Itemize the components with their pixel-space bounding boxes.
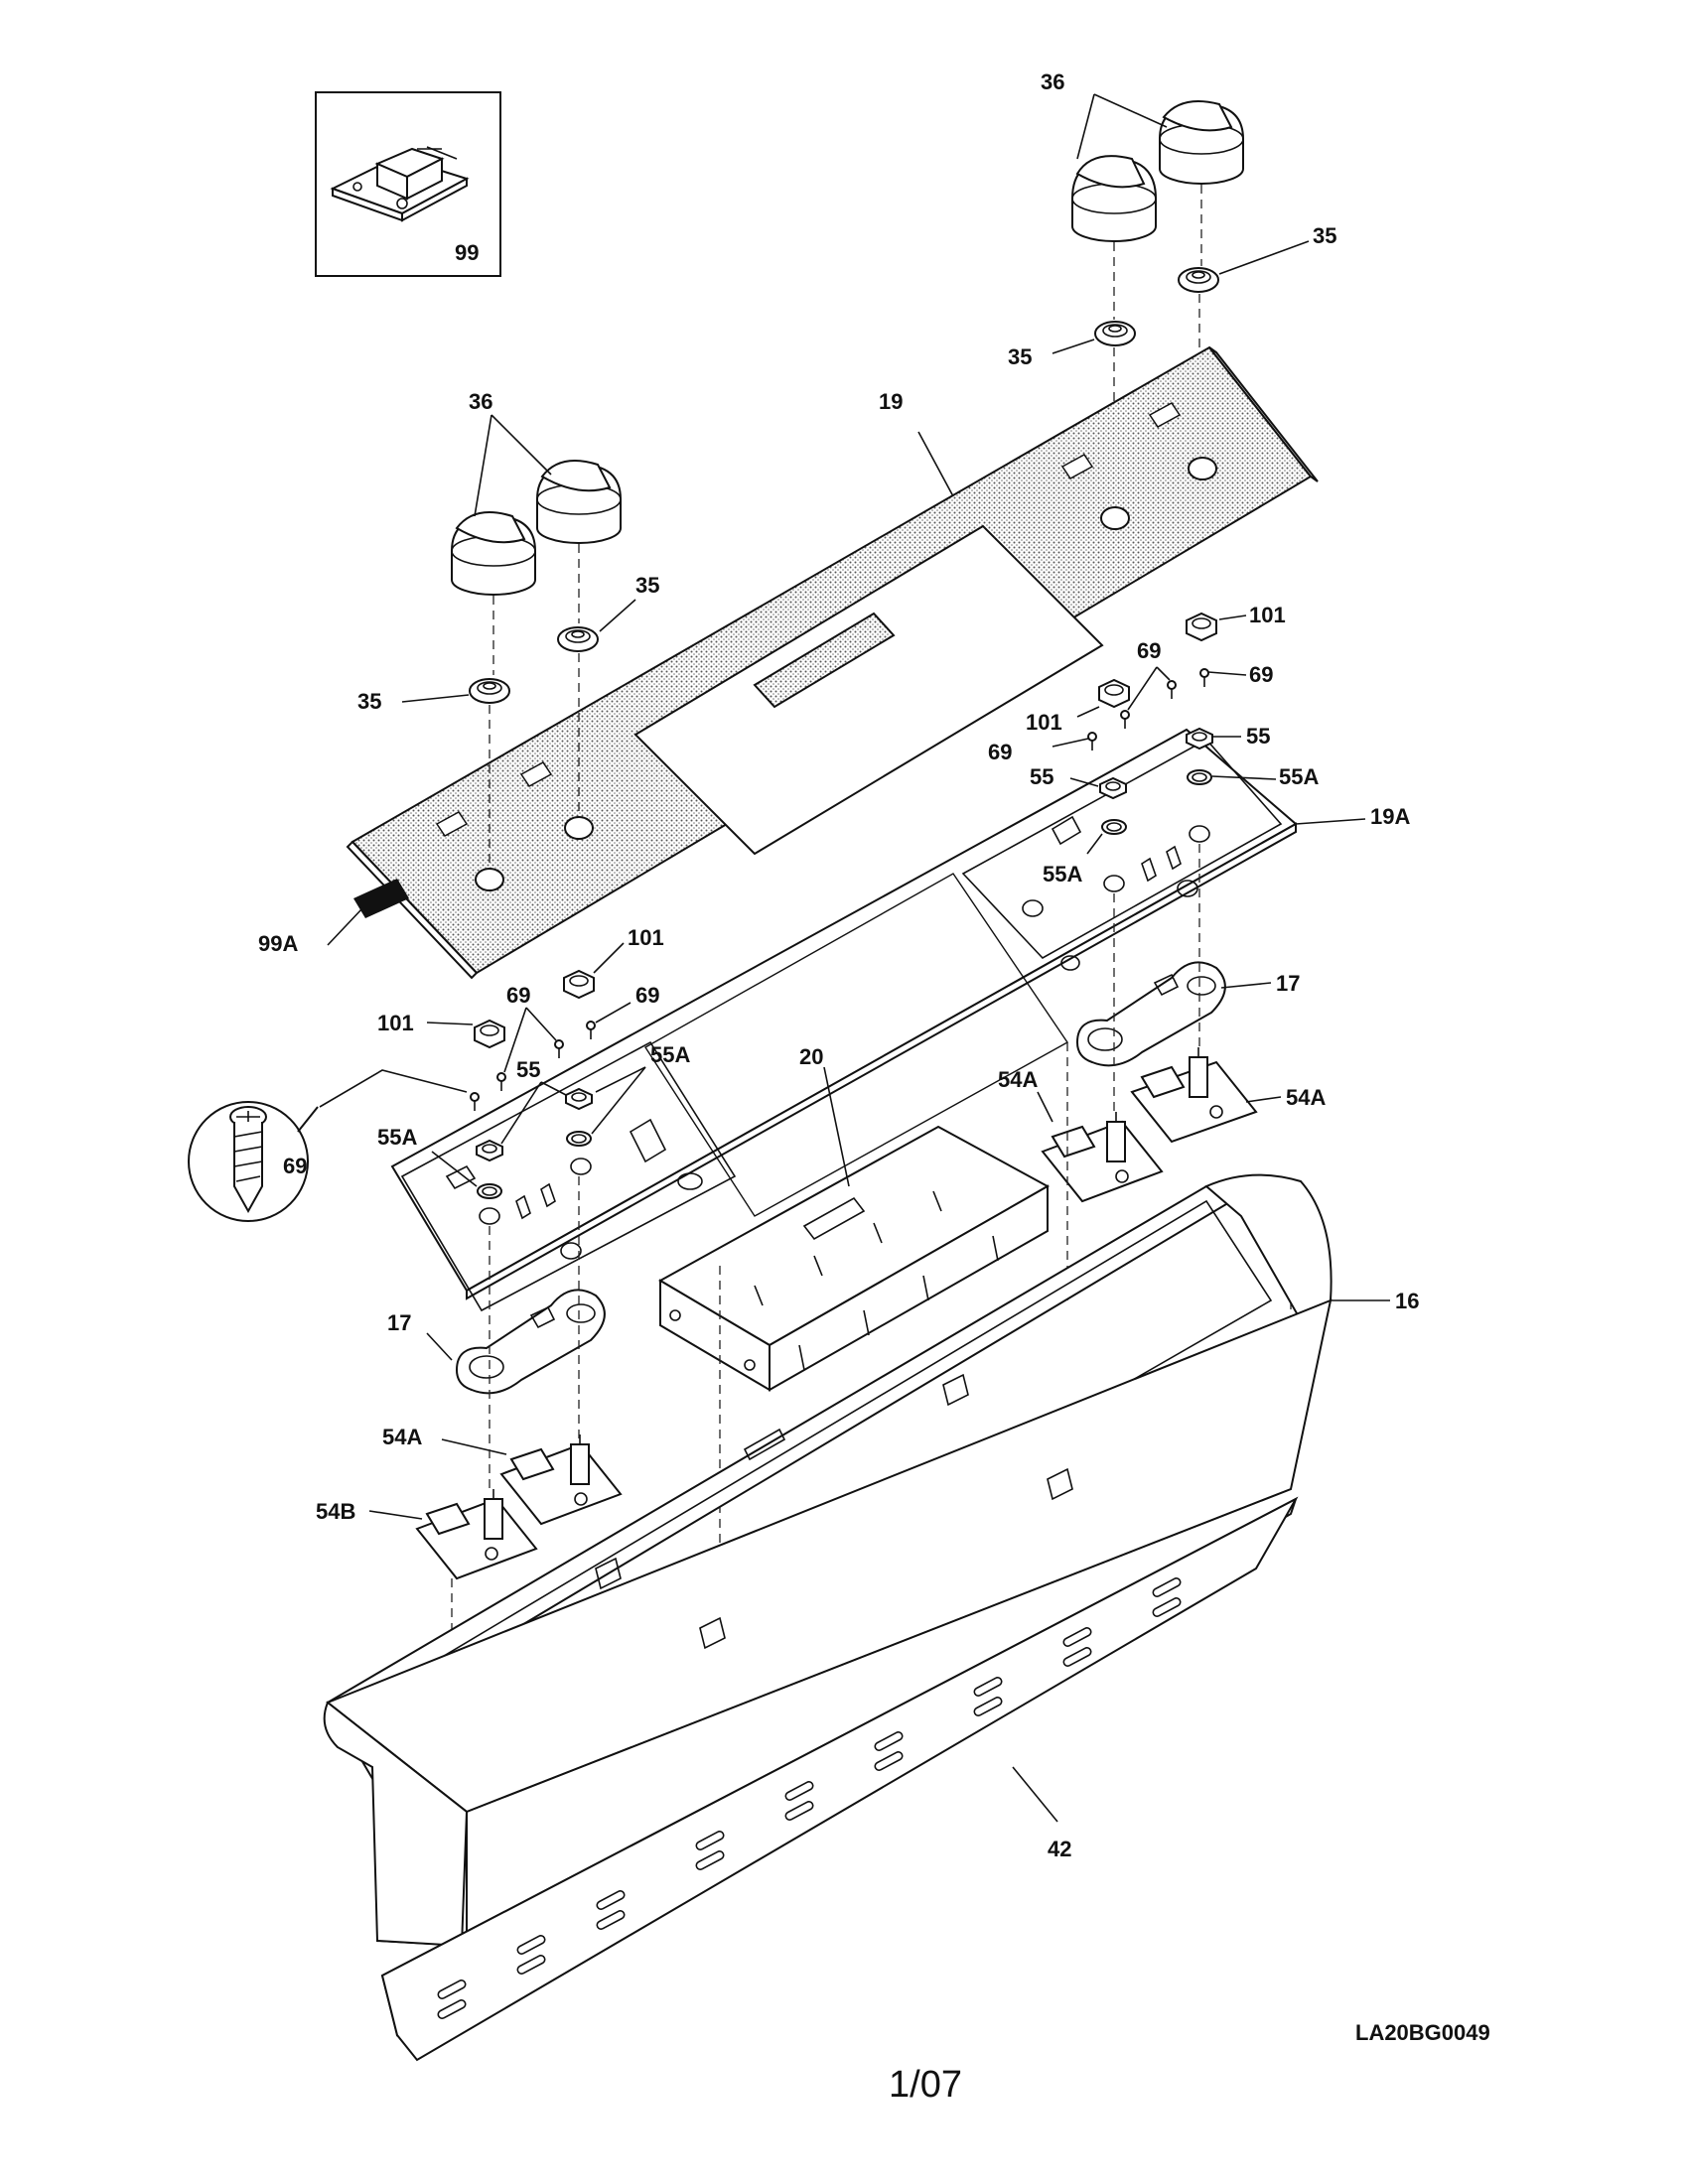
- bracket-19A: 19A: [390, 728, 1410, 1312]
- bezel-35: [469, 678, 510, 704]
- label-69: 69: [506, 983, 530, 1008]
- label-19: 19: [879, 389, 903, 414]
- label-54A: 54A: [382, 1425, 422, 1449]
- switch-54A-right-upper: 54A: [1130, 1047, 1326, 1144]
- knob-36: [1071, 155, 1157, 242]
- label-35: 35: [635, 573, 659, 598]
- screw-69: [554, 1039, 564, 1058]
- fasteners-left: 101 101 69 69 55: [319, 925, 690, 1199]
- vent-slots: [437, 1577, 1182, 2019]
- knobs-upper-left: 36 35 35: [357, 389, 659, 864]
- nut-101: [1098, 678, 1130, 709]
- label-35: 35: [1008, 344, 1032, 369]
- label-99A: 99A: [258, 931, 298, 956]
- label-69: 69: [1137, 638, 1161, 663]
- label-99: 99: [455, 240, 479, 265]
- screw-69: [1167, 680, 1177, 699]
- inset-frame: [315, 91, 501, 277]
- screw-69-callout: 69: [188, 1101, 319, 1222]
- bezel-35: [557, 626, 599, 652]
- backguard-frame-16: 16: [323, 1173, 1419, 1948]
- label-42: 42: [1048, 1837, 1071, 1861]
- label-55: 55: [1246, 724, 1270, 749]
- screw-69: [1199, 668, 1209, 687]
- screw-69: [1087, 732, 1097, 751]
- bracket-17-right: 17: [1075, 961, 1300, 1067]
- label-101: 101: [1026, 710, 1062, 735]
- electronic-control-20: 20: [657, 1044, 1051, 1392]
- knob-36: [1159, 100, 1244, 185]
- nut-101: [563, 969, 595, 1000]
- washer-55A: [566, 1131, 592, 1147]
- nut-55: [565, 1087, 593, 1111]
- label-69: 69: [988, 740, 1012, 764]
- label-55: 55: [516, 1057, 540, 1082]
- label-35: 35: [357, 689, 381, 714]
- screw-69: [496, 1072, 506, 1091]
- nut-55: [1186, 727, 1213, 751]
- washer-55A: [1101, 819, 1127, 835]
- bracket-17-left: 17: [387, 1289, 606, 1395]
- label-69: 69: [1249, 662, 1273, 687]
- label-101: 101: [377, 1011, 414, 1035]
- drawing-code: LA20BG0049: [1355, 2020, 1490, 2045]
- label-36: 36: [469, 389, 492, 414]
- control-panel-19: 19: [346, 345, 1319, 980]
- label-101: 101: [1249, 603, 1286, 627]
- label-20: 20: [799, 1044, 823, 1069]
- label-69: 69: [283, 1154, 307, 1178]
- washer-55A: [1187, 769, 1212, 785]
- label-19A: 19A: [1370, 804, 1410, 829]
- switch-54A-right-lower: 54A: [998, 1067, 1164, 1203]
- label-36: 36: [1041, 69, 1064, 94]
- vent-trim-42: 42: [380, 1496, 1299, 2062]
- label-101: 101: [628, 925, 664, 950]
- screw-69: [470, 1092, 480, 1111]
- label-54B: 54B: [316, 1499, 355, 1524]
- label-55A: 55A: [1043, 862, 1082, 887]
- label-35: 35: [1313, 223, 1336, 248]
- bezel-35: [1094, 321, 1136, 346]
- label-55A: 55A: [377, 1125, 417, 1150]
- label-69: 69: [635, 983, 659, 1008]
- knobs-upper-right: 36 35 35: [1008, 69, 1336, 516]
- knob-36: [536, 460, 622, 544]
- switch-54A-left: 54A: [382, 1425, 623, 1526]
- washer-55A: [477, 1183, 502, 1199]
- bezel-35: [1178, 267, 1219, 293]
- label-54A: 54A: [1286, 1085, 1326, 1110]
- label-55A: 55A: [1279, 764, 1319, 789]
- label-17: 17: [1276, 971, 1300, 996]
- label-17: 17: [387, 1310, 411, 1335]
- screw-69: [586, 1021, 596, 1039]
- inset-part-99: 99: [315, 91, 501, 277]
- label-55A: 55A: [650, 1042, 690, 1067]
- screw-69: [1120, 710, 1130, 729]
- nut-101: [1186, 612, 1217, 642]
- page-number: 1/07: [889, 2064, 962, 2106]
- label-55: 55: [1030, 764, 1053, 789]
- ribbon-cable-99A: 99A: [258, 879, 409, 956]
- nut-55: [476, 1139, 503, 1162]
- fasteners-right: 101 101 69 69 69 55 55: [988, 603, 1319, 887]
- switch-54B-left: 54B: [316, 1489, 538, 1580]
- label-16: 16: [1395, 1289, 1419, 1313]
- knob-36: [451, 511, 536, 596]
- label-54A: 54A: [998, 1067, 1038, 1092]
- nut-101: [474, 1019, 505, 1049]
- nut-55: [1099, 776, 1127, 800]
